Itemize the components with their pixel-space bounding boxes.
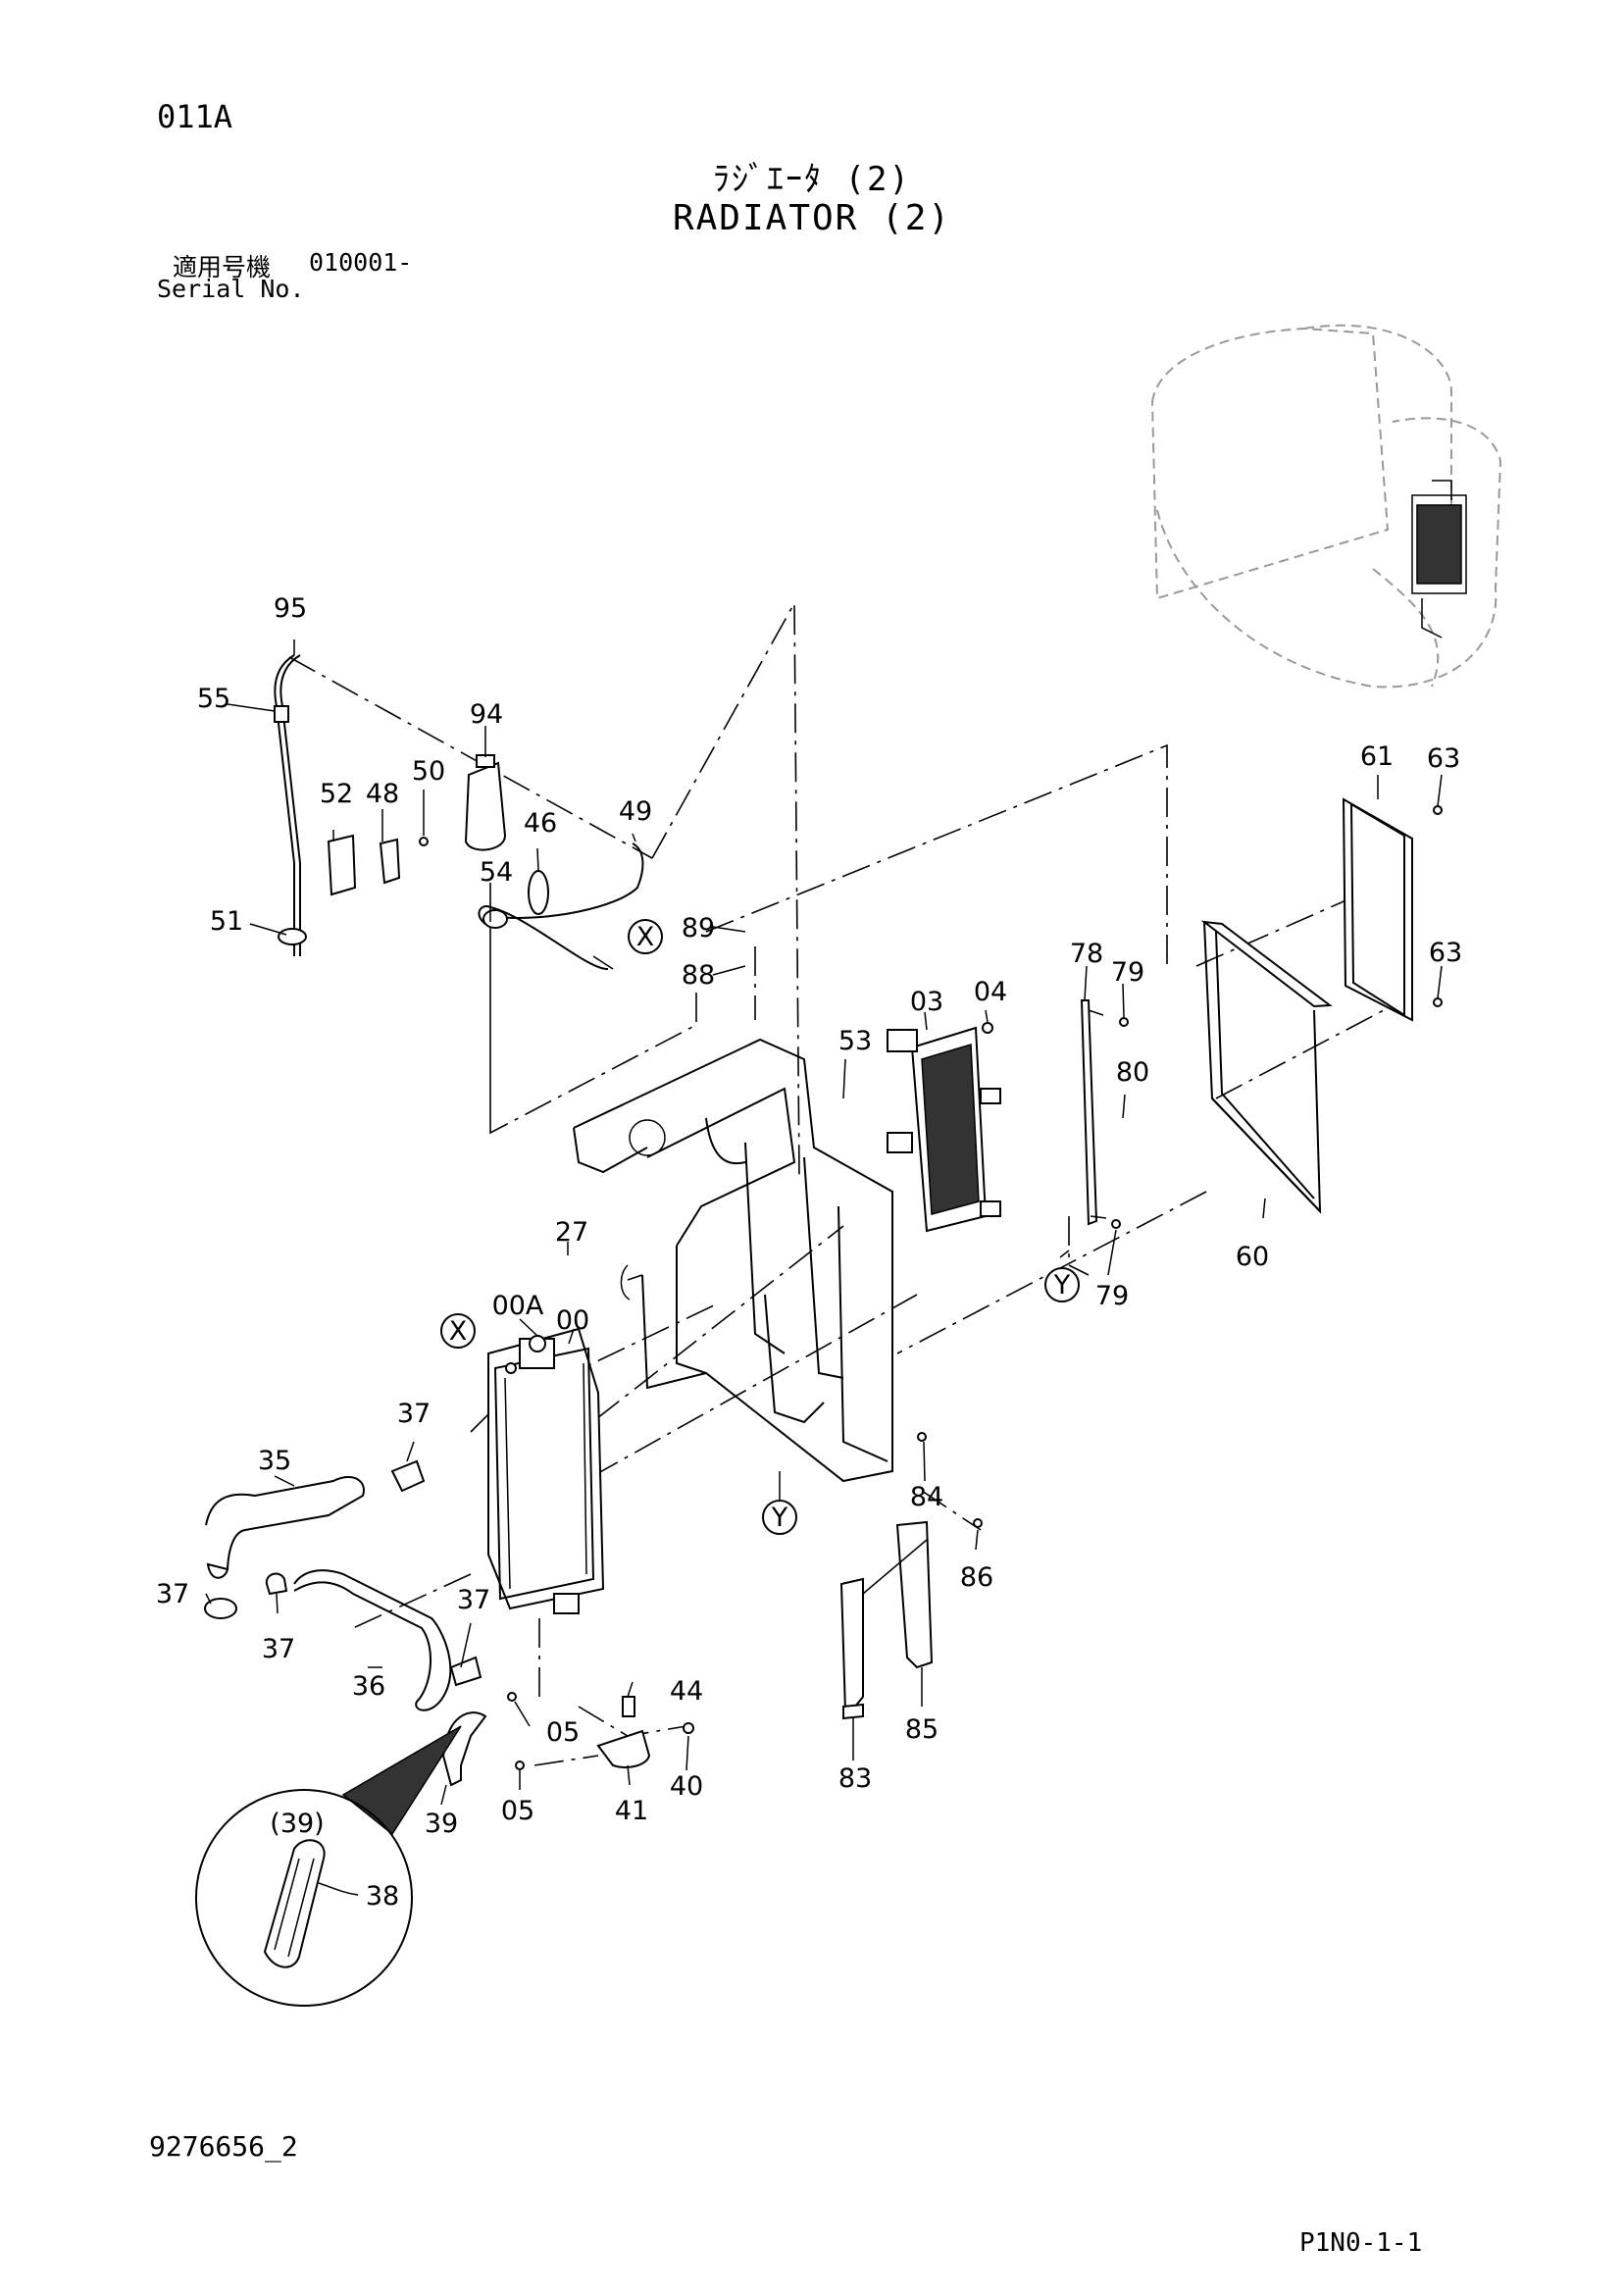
reference-marker-y-circle	[762, 1500, 797, 1535]
callout-36: 36	[352, 1671, 385, 1702]
callout-79: 79	[1095, 1281, 1129, 1311]
callout-48: 48	[366, 779, 399, 809]
hose-39-detail	[195, 1725, 462, 2007]
page-code: 011A	[157, 98, 233, 135]
screens	[1200, 797, 1443, 1214]
detail-label-39: (39)	[270, 1809, 324, 1839]
callout-84: 84	[910, 1482, 943, 1512]
callout-38: 38	[366, 1881, 399, 1912]
callout-95: 95	[274, 593, 307, 624]
callout-49: 49	[619, 796, 652, 827]
callout-80: 80	[1116, 1057, 1149, 1088]
serial-number-range: 010001-	[309, 248, 413, 277]
callout-39: 39	[425, 1809, 458, 1839]
callout-37: 37	[156, 1579, 189, 1609]
leader-lines	[205, 639, 1443, 1896]
callout-63: 63	[1427, 743, 1460, 774]
callout-85: 85	[905, 1714, 939, 1745]
callout-44: 44	[670, 1676, 703, 1707]
callout-60: 60	[1236, 1242, 1269, 1272]
callout-83: 83	[838, 1763, 872, 1794]
machine-location-overview	[1150, 324, 1502, 689]
callout-35: 35	[258, 1446, 291, 1476]
serial-label-japanese: 適用号機	[173, 253, 272, 281]
callout-94: 94	[470, 699, 503, 730]
reference-marker-y: Y	[771, 1503, 788, 1533]
callout-05: 05	[546, 1717, 580, 1748]
callout-86: 86	[960, 1562, 993, 1593]
callout-63: 63	[1429, 938, 1462, 968]
reference-marker-x: X	[636, 922, 655, 952]
callout-37: 37	[457, 1585, 490, 1615]
oil-cooler	[887, 1022, 1001, 1233]
radiator-hoses	[204, 1459, 694, 1787]
lower-brackets	[839, 1432, 983, 1720]
document-number: 9276656_2	[149, 2130, 298, 2163]
callout-00A: 00A	[492, 1291, 544, 1321]
callout-04: 04	[974, 977, 1007, 1007]
bracket-78	[1080, 999, 1129, 1229]
callout-37: 37	[397, 1399, 431, 1429]
reserve-tank-assembly	[274, 654, 644, 971]
page-title: RADIATOR (2)	[672, 198, 952, 238]
callout-54: 54	[480, 857, 513, 888]
callout-51: 51	[210, 906, 243, 937]
callout-52: 52	[320, 779, 353, 809]
reference-marker-y-circle	[1044, 1267, 1080, 1302]
page-title-japanese: ﾗｼﾞｴｰﾀ (2)	[713, 160, 911, 199]
callout-03: 03	[910, 987, 943, 1017]
reference-marker-y: Y	[1053, 1270, 1071, 1301]
page-reference: P1N0-1-1	[1299, 2228, 1423, 2258]
callout-78: 78	[1070, 939, 1103, 969]
callout-00: 00	[556, 1305, 589, 1336]
callout-88: 88	[682, 960, 715, 991]
radiator-frame	[573, 1038, 893, 1483]
callout-53: 53	[838, 1026, 872, 1056]
callout-55: 55	[197, 684, 230, 714]
callout-05: 05	[501, 1796, 534, 1826]
callout-50: 50	[412, 756, 445, 787]
callout-37: 37	[262, 1634, 295, 1664]
callout-41: 41	[615, 1796, 648, 1826]
radiator-core	[487, 1327, 605, 1614]
callout-27: 27	[555, 1217, 588, 1248]
reference-marker-x: X	[449, 1316, 468, 1347]
reference-marker-x-circle	[628, 919, 663, 954]
callout-46: 46	[524, 808, 557, 839]
serial-label: Serial No.	[157, 275, 305, 303]
callout-61: 61	[1360, 741, 1394, 772]
callout-40: 40	[670, 1771, 703, 1802]
callout-79: 79	[1111, 957, 1144, 988]
callout-89: 89	[682, 913, 715, 944]
reference-marker-x-circle	[440, 1313, 476, 1349]
